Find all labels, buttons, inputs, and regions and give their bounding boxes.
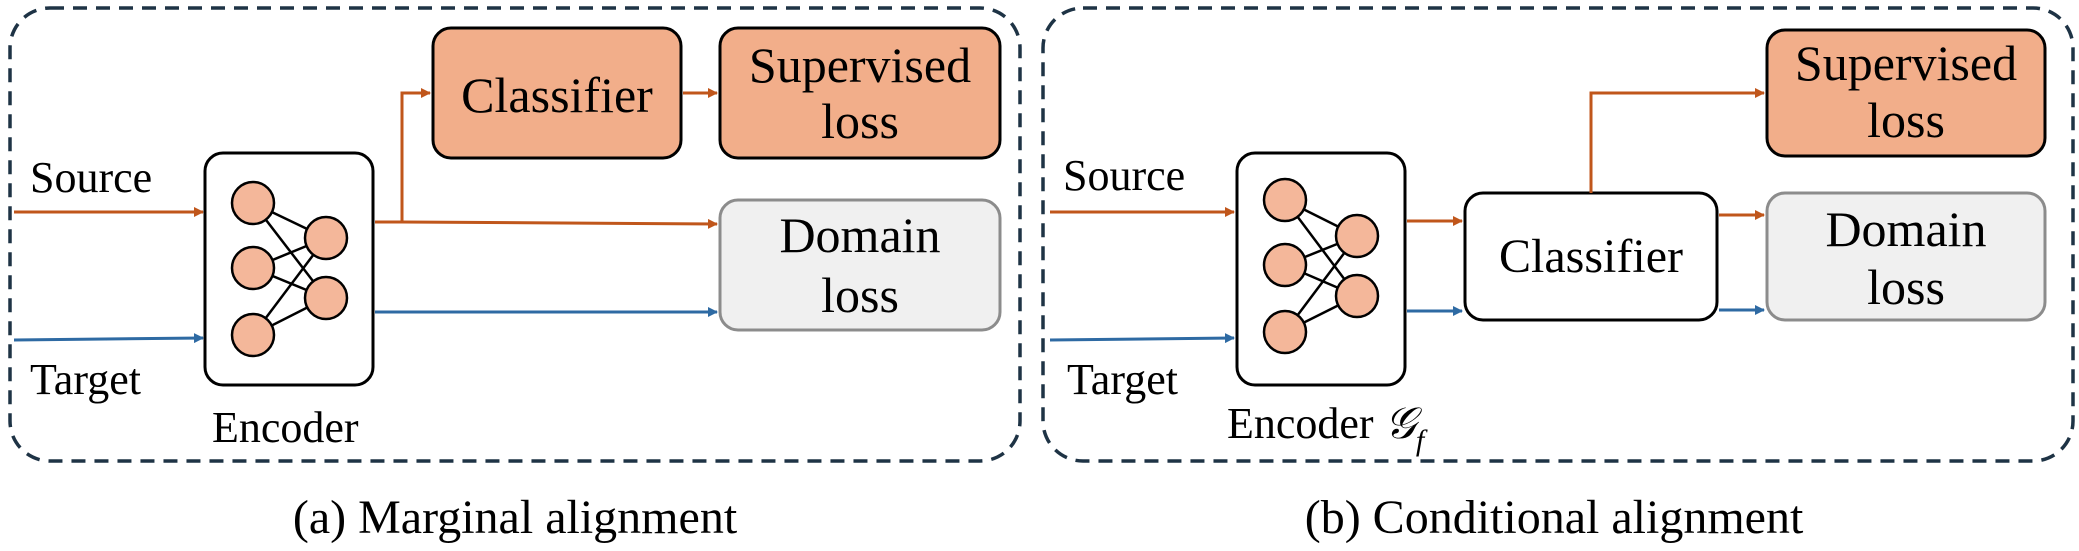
panel-a-domain-loss-line2: loss bbox=[821, 267, 899, 323]
panel-a-target-input-arrow bbox=[13, 333, 204, 344]
panel-b-encoder bbox=[1235, 151, 1407, 387]
panel-b-neural-net-icon bbox=[1262, 177, 1380, 355]
panel-a-caption: (a) Marginal alignment bbox=[293, 491, 738, 544]
panel-a-domain-loss-box bbox=[718, 198, 1002, 332]
panel-b-supervised-loss-box bbox=[1765, 28, 2047, 158]
panel-a-encoder-to-classifier-arrow bbox=[375, 88, 431, 224]
panel-b-encoder-subscript: f bbox=[1416, 424, 1428, 457]
panel-b-classifier-label: Classifier bbox=[1499, 230, 1683, 283]
panel-b-target-label: Target bbox=[1067, 355, 1178, 404]
panel-b-caption: (b) Conditional alignment bbox=[1305, 491, 1804, 544]
panel-a-source-label: Source bbox=[30, 153, 152, 202]
panel-b-source-label: Source bbox=[1063, 151, 1185, 200]
panel-a-border bbox=[8, 6, 1022, 463]
panel-b-border bbox=[1041, 6, 2075, 463]
panel-a-supervised-loss-line2: loss bbox=[821, 93, 899, 149]
panel-a-neural-net-icon bbox=[230, 180, 349, 358]
panel-b-classifier-to-supervised-arrow bbox=[1589, 88, 1765, 193]
panel-a: Source Target Encoder Cla bbox=[8, 6, 1022, 544]
panel-a-domain-loss-line1: Domain bbox=[779, 207, 940, 263]
panel-a-classifier-label: Classifier bbox=[461, 67, 653, 123]
panel-b-domain-loss-line2: loss bbox=[1867, 259, 1945, 315]
panel-a-target-label: Target bbox=[30, 355, 141, 404]
panel-b-encoder-text: Encoder bbox=[1227, 399, 1374, 448]
panel-a-encoder-label: Encoder bbox=[212, 403, 359, 452]
panel-a-encoder bbox=[203, 151, 375, 387]
panel-a-supervised-loss-box bbox=[718, 26, 1002, 160]
panel-b-supervised-loss-line1: Supervised bbox=[1795, 35, 2017, 91]
panel-b-domain-loss-line1: Domain bbox=[1825, 201, 1986, 257]
panel-a-classifier-box bbox=[431, 26, 683, 160]
panel-a-encoder-box bbox=[203, 151, 375, 387]
panel-b-domain-loss-box bbox=[1765, 191, 2047, 322]
panel-b-encoder-label: Encoder 𝒢f bbox=[1227, 399, 1428, 457]
panel-b-supervised-loss-line2: loss bbox=[1867, 92, 1945, 148]
panel-a-supervised-loss-line1: Supervised bbox=[749, 37, 971, 93]
panel-b-target-input-arrow bbox=[1049, 333, 1235, 344]
panel-b-encoder-box bbox=[1235, 151, 1407, 387]
panel-a-encoder-to-domain-source-arrow bbox=[401, 218, 718, 229]
panel-b: Source Target Encoder 𝒢f Clas bbox=[1041, 6, 2075, 544]
